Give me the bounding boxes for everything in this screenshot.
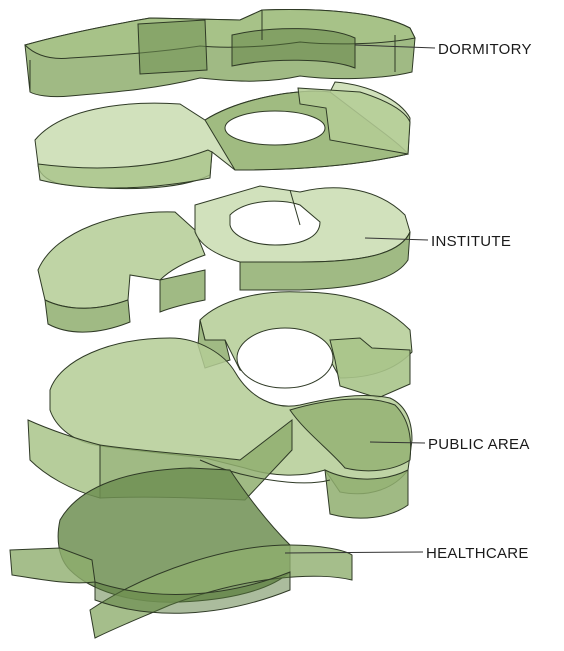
- layer-dormitory: [25, 10, 415, 97]
- label-public-area: PUBLIC AREA: [428, 436, 530, 453]
- layer-dormitory-lower: [35, 82, 410, 189]
- dormitory-lower-void: [225, 111, 325, 145]
- institute-lower-void: [237, 328, 333, 388]
- label-institute: INSTITUTE: [431, 233, 511, 250]
- label-healthcare: HEALTHCARE: [426, 545, 529, 562]
- label-dormitory: DORMITORY: [438, 41, 532, 58]
- dormitory-tower: [138, 20, 207, 74]
